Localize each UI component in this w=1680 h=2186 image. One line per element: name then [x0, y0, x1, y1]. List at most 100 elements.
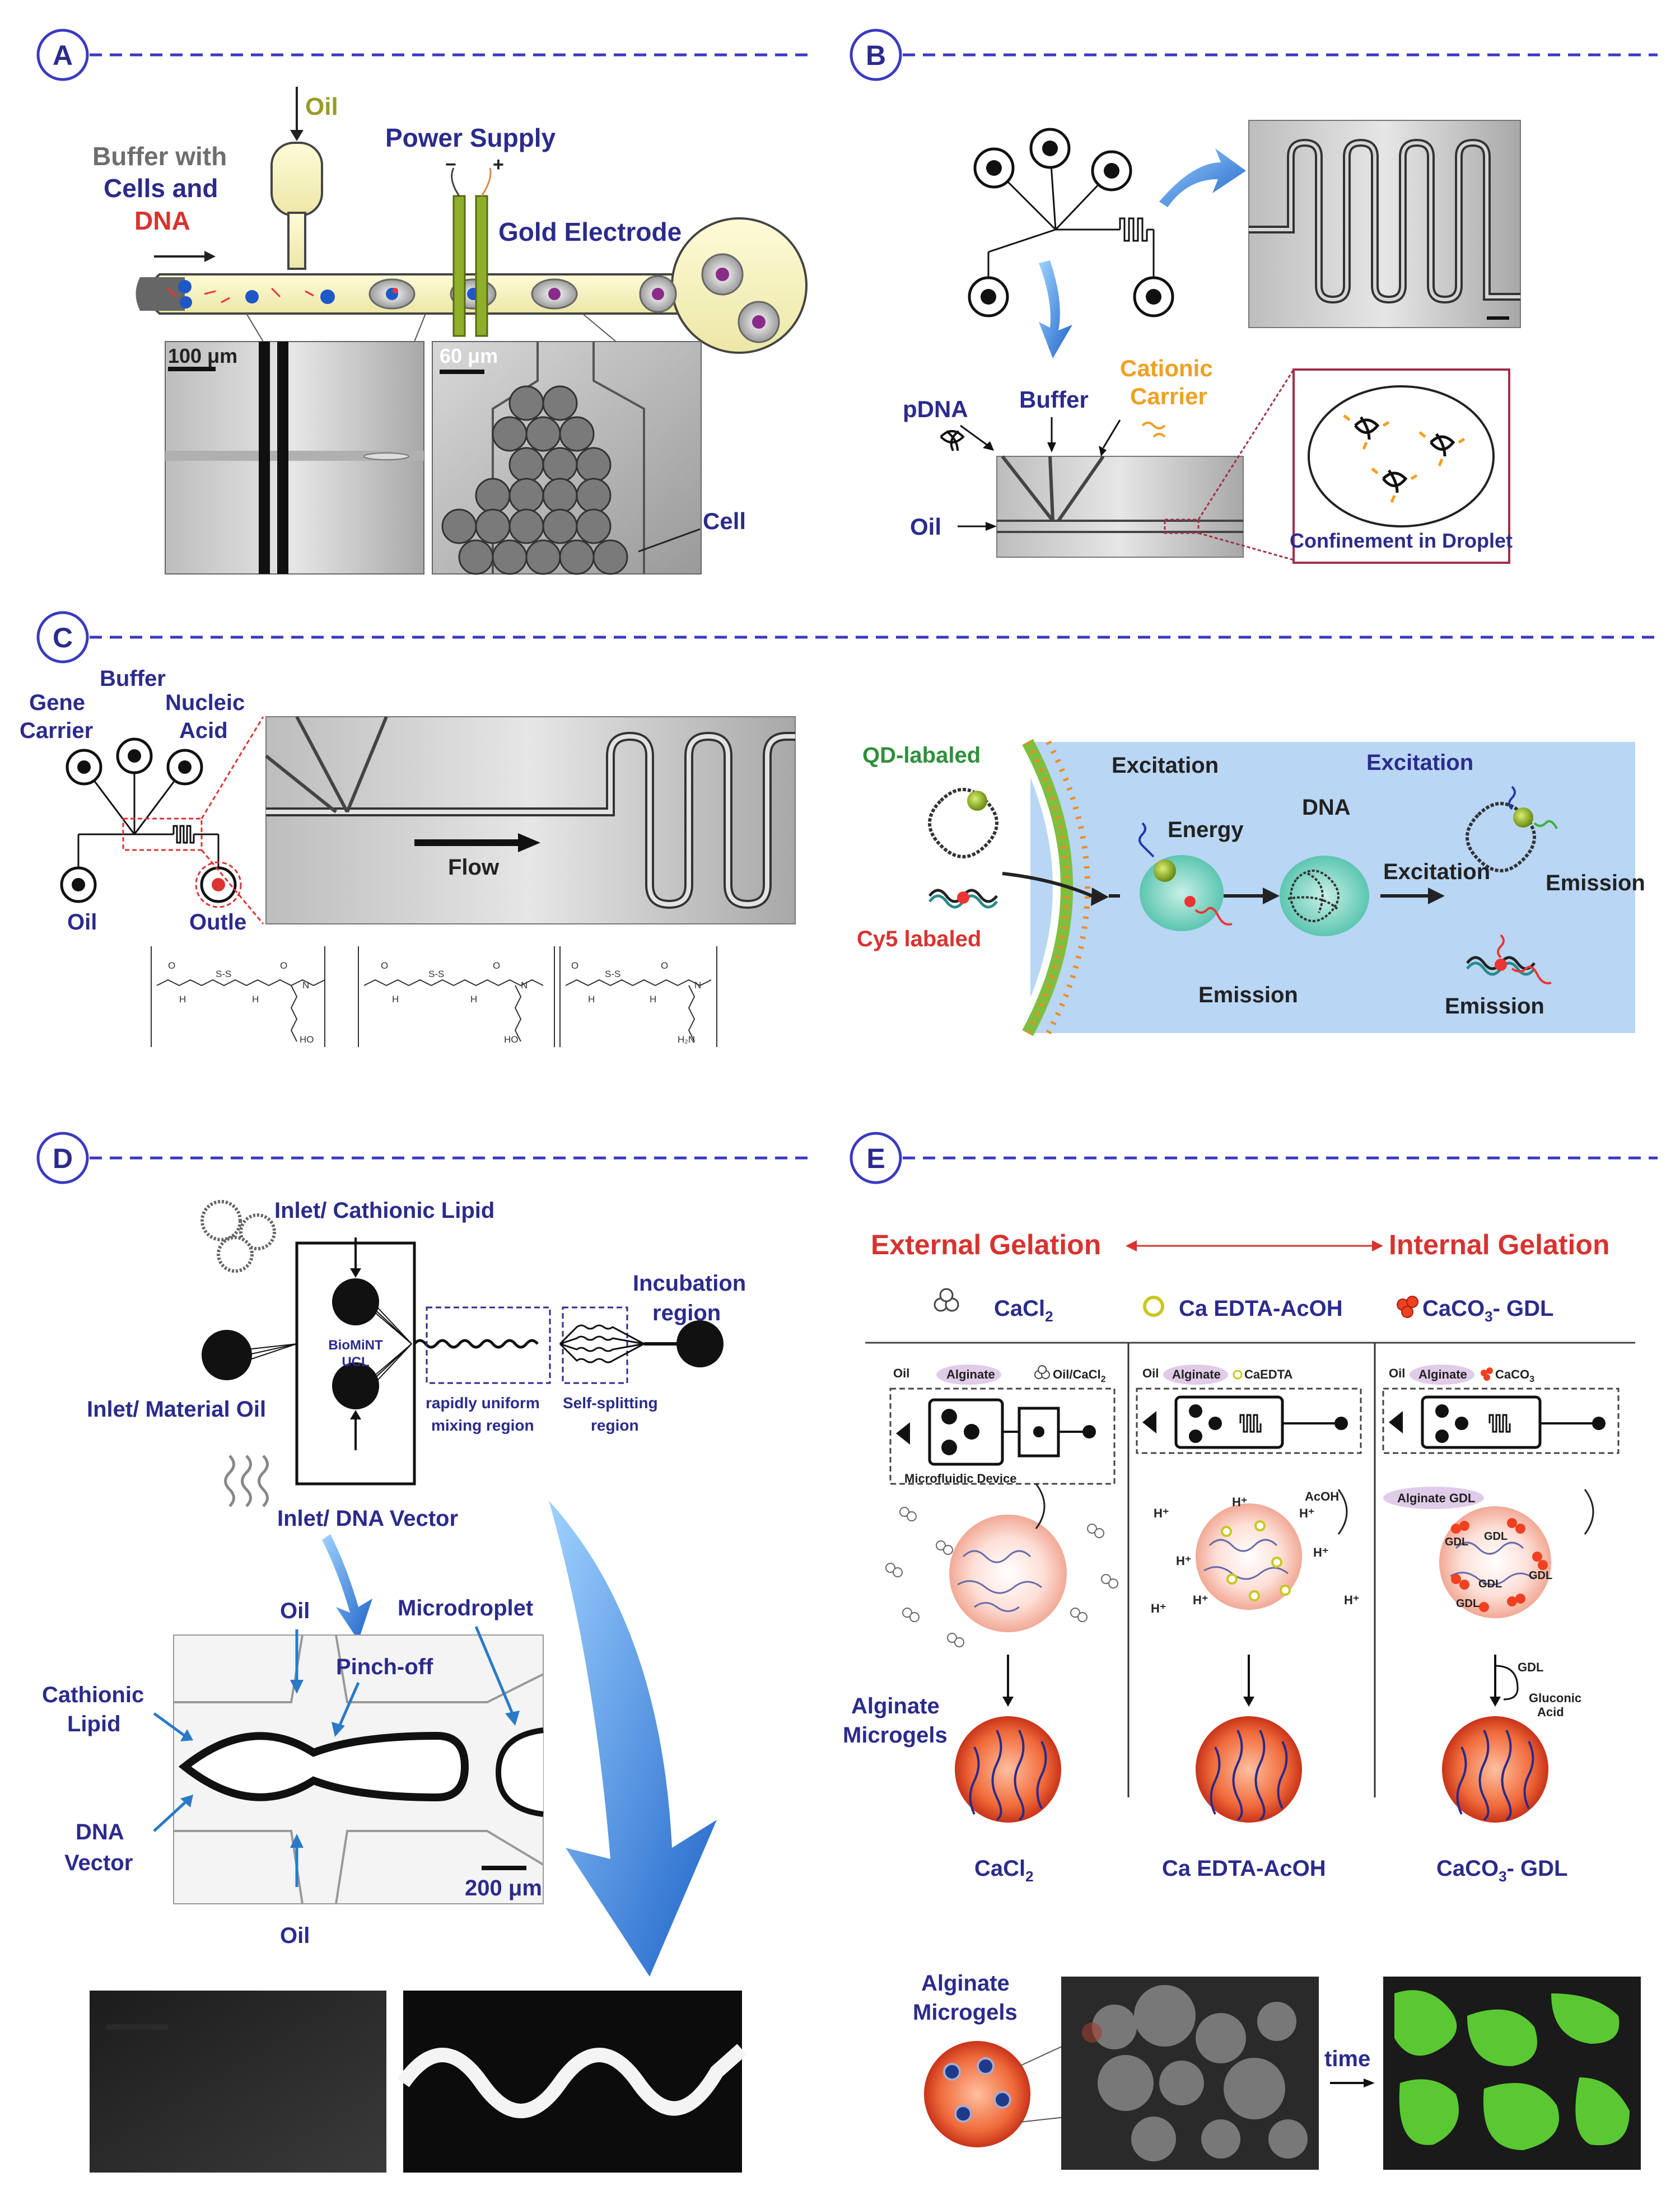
- svg-text:AcOH: AcOH: [1305, 1489, 1339, 1503]
- device-col1: Oil Alginate Oil/CaCl2 Microfluidic Devi…: [889, 1365, 1116, 1486]
- gene-carrier-l1: Gene: [29, 690, 85, 715]
- oil-label-b: Oil: [910, 513, 941, 540]
- microgel-bottom: [924, 2041, 1030, 2147]
- bottom-label-2: Ca EDTA-AcOH: [1162, 1856, 1326, 1881]
- panel-c-badge: [36, 611, 89, 664]
- fluorescent-channel: [397, 2044, 747, 2118]
- panel-d-badge: [36, 1132, 89, 1184]
- droplet-inset: [1308, 385, 1495, 527]
- panel-a-letter: A: [53, 40, 73, 71]
- mixing-region-box: [426, 1306, 551, 1384]
- oil-label: Oil: [305, 93, 338, 120]
- svg-text:H: H: [588, 994, 595, 1005]
- flow-micrograph: [265, 716, 796, 924]
- mixing-channel: [413, 1339, 539, 1349]
- oil-channel: [287, 212, 306, 270]
- mixing-l1: rapidly uniform: [426, 1394, 540, 1412]
- microdroplet-shape: [495, 1727, 544, 1817]
- outlet-label-c: Outle: [189, 910, 246, 935]
- dna-label: DNA: [134, 206, 190, 235]
- dna-vector-l1: DNA: [76, 1820, 124, 1844]
- svg-text:H: H: [392, 994, 399, 1005]
- inlet-dna-label: Inlet/ DNA Vector: [277, 1506, 458, 1531]
- caco3-icon: [1397, 1296, 1418, 1318]
- panel-c: C Buffer Gene Carrier Nucleic Acid: [20, 611, 1658, 1047]
- svg-text:H⁺: H⁺: [1151, 1601, 1166, 1615]
- device-col3: Oil Alginate CaCO3 Alginate GDL: [1382, 1365, 1620, 1509]
- external-gelation-label: External Gelation: [871, 1229, 1101, 1260]
- biomint-l1: BioMiNT: [328, 1338, 383, 1353]
- device-col2: Oil Alginate CaEDTA: [1136, 1365, 1362, 1454]
- panel-a: A Oil Buffer with Cells and DNA: [36, 29, 812, 575]
- ports-c: [60, 737, 237, 903]
- nucleic-acid-l2: Acid: [179, 718, 228, 743]
- flow-arrowhead: [204, 251, 216, 262]
- col1-head: CaCl2: [994, 1296, 1053, 1325]
- fluorescence-before: [90, 1991, 386, 2173]
- panel-d-letter: D: [53, 1143, 73, 1174]
- svg-text:Oil/CaCl2: Oil/CaCl2: [1053, 1367, 1106, 1384]
- cy5-labeled-label: Cy5 labaled: [857, 927, 981, 951]
- svg-text:H⁺: H⁺: [1154, 1506, 1169, 1520]
- svg-text:O: O: [661, 960, 668, 971]
- small-blue-arrow-d: [322, 1534, 372, 1641]
- polyplex-teal: [1140, 855, 1224, 931]
- internal-gelation-label: Internal Gelation: [1389, 1229, 1610, 1260]
- excitation-label-3: Excitation: [1366, 750, 1473, 775]
- oil-inlet-port: [202, 1330, 252, 1380]
- dna-release: [1280, 856, 1369, 936]
- svg-text:O: O: [280, 960, 287, 971]
- droplet-packing: [441, 385, 628, 575]
- plus-sign: +: [493, 154, 504, 175]
- panel-b: B: [850, 29, 1658, 564]
- pdna-icon: [940, 430, 965, 451]
- col2-head: Ca EDTA-AcOH: [1179, 1296, 1343, 1321]
- svg-text:Microfluidic Device: Microfluidic Device: [904, 1472, 1017, 1486]
- scale-200um: 200 μm: [465, 1876, 542, 1900]
- svg-text:O: O: [168, 960, 175, 971]
- droplets-a: [368, 253, 780, 343]
- emission-label-2: Emission: [1546, 871, 1645, 895]
- inlet-oil-label: Inlet/ Material Oil: [87, 1397, 266, 1422]
- time-label: time: [1324, 2047, 1370, 2071]
- gold-electrode-2: [475, 195, 488, 337]
- dna-label-c: DNA: [1302, 795, 1351, 820]
- pdna-label: pDNA: [903, 396, 968, 422]
- svg-text:Oil: Oil: [1389, 1366, 1405, 1380]
- gluconic-l2: Acid: [1537, 1705, 1564, 1719]
- buffer-label-c: Buffer: [100, 666, 166, 691]
- incubation-l2: region: [652, 1301, 721, 1325]
- svg-text:GDL: GDL: [1478, 1578, 1502, 1590]
- cath-lipid-l2: Lipid: [67, 1712, 121, 1736]
- alg-microgels2-l2: Microgels: [913, 2000, 1018, 2025]
- zoom-box-c: [122, 818, 203, 851]
- cell-label: Cell: [703, 508, 746, 534]
- svg-text:Alginate: Alginate: [1418, 1367, 1467, 1381]
- gluconic-l1: Gluconic: [1529, 1691, 1581, 1705]
- inlet-lipid-label: Inlet/ Cathionic Lipid: [274, 1198, 494, 1223]
- svg-text:GDL: GDL: [1445, 1536, 1468, 1548]
- alg-microgels-l1: Alginate: [851, 1694, 940, 1718]
- svg-text:O: O: [493, 960, 500, 971]
- oil-top-label: Oil: [280, 1599, 310, 1623]
- splitting-l2: region: [591, 1417, 639, 1434]
- panel-e: E External Gelation Internal Gelation Ca…: [843, 1132, 1658, 2170]
- mixing-l2: mixing region: [431, 1417, 534, 1434]
- panel-b-letter: B: [866, 40, 886, 71]
- svg-text:H: H: [650, 994, 656, 1005]
- scale-100um: 100 μm: [168, 344, 237, 367]
- col3-head: CaCO3- GDL: [1422, 1296, 1553, 1325]
- scale-60um: 60 μm: [440, 344, 498, 367]
- dna-wavy-icon: [224, 1455, 269, 1507]
- flow-label: Flow: [448, 855, 500, 880]
- panel-b-badge: [850, 29, 902, 81]
- pinch-off-label: Pinch-off: [336, 1655, 433, 1679]
- junction-micrograph: [996, 456, 1244, 558]
- svg-text:H⁺: H⁺: [1299, 1506, 1315, 1520]
- svg-text:Alginate: Alginate: [946, 1367, 995, 1381]
- microdroplet-label: Microdroplet: [398, 1596, 533, 1620]
- emission-label-3: Emission: [1445, 994, 1544, 1019]
- excitation-label-2: Excitation: [1383, 860, 1490, 884]
- svg-text:H₂N: H₂N: [678, 1034, 695, 1045]
- svg-text:Oil: Oil: [893, 1366, 909, 1380]
